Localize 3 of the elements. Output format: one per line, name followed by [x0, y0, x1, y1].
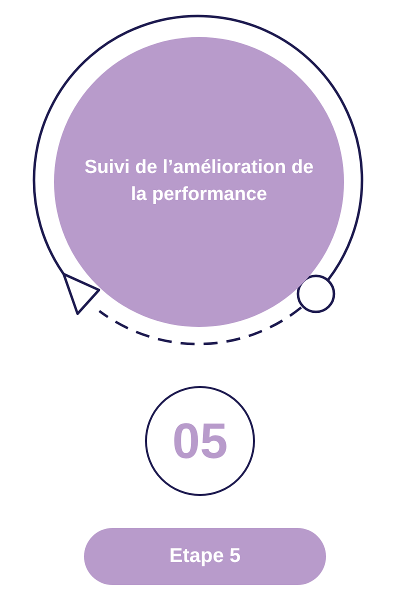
- step-label: Etape 5: [84, 528, 326, 585]
- step-circle: Suivi de l’amélioration de la performance: [54, 37, 344, 327]
- step-number: 05: [145, 386, 255, 496]
